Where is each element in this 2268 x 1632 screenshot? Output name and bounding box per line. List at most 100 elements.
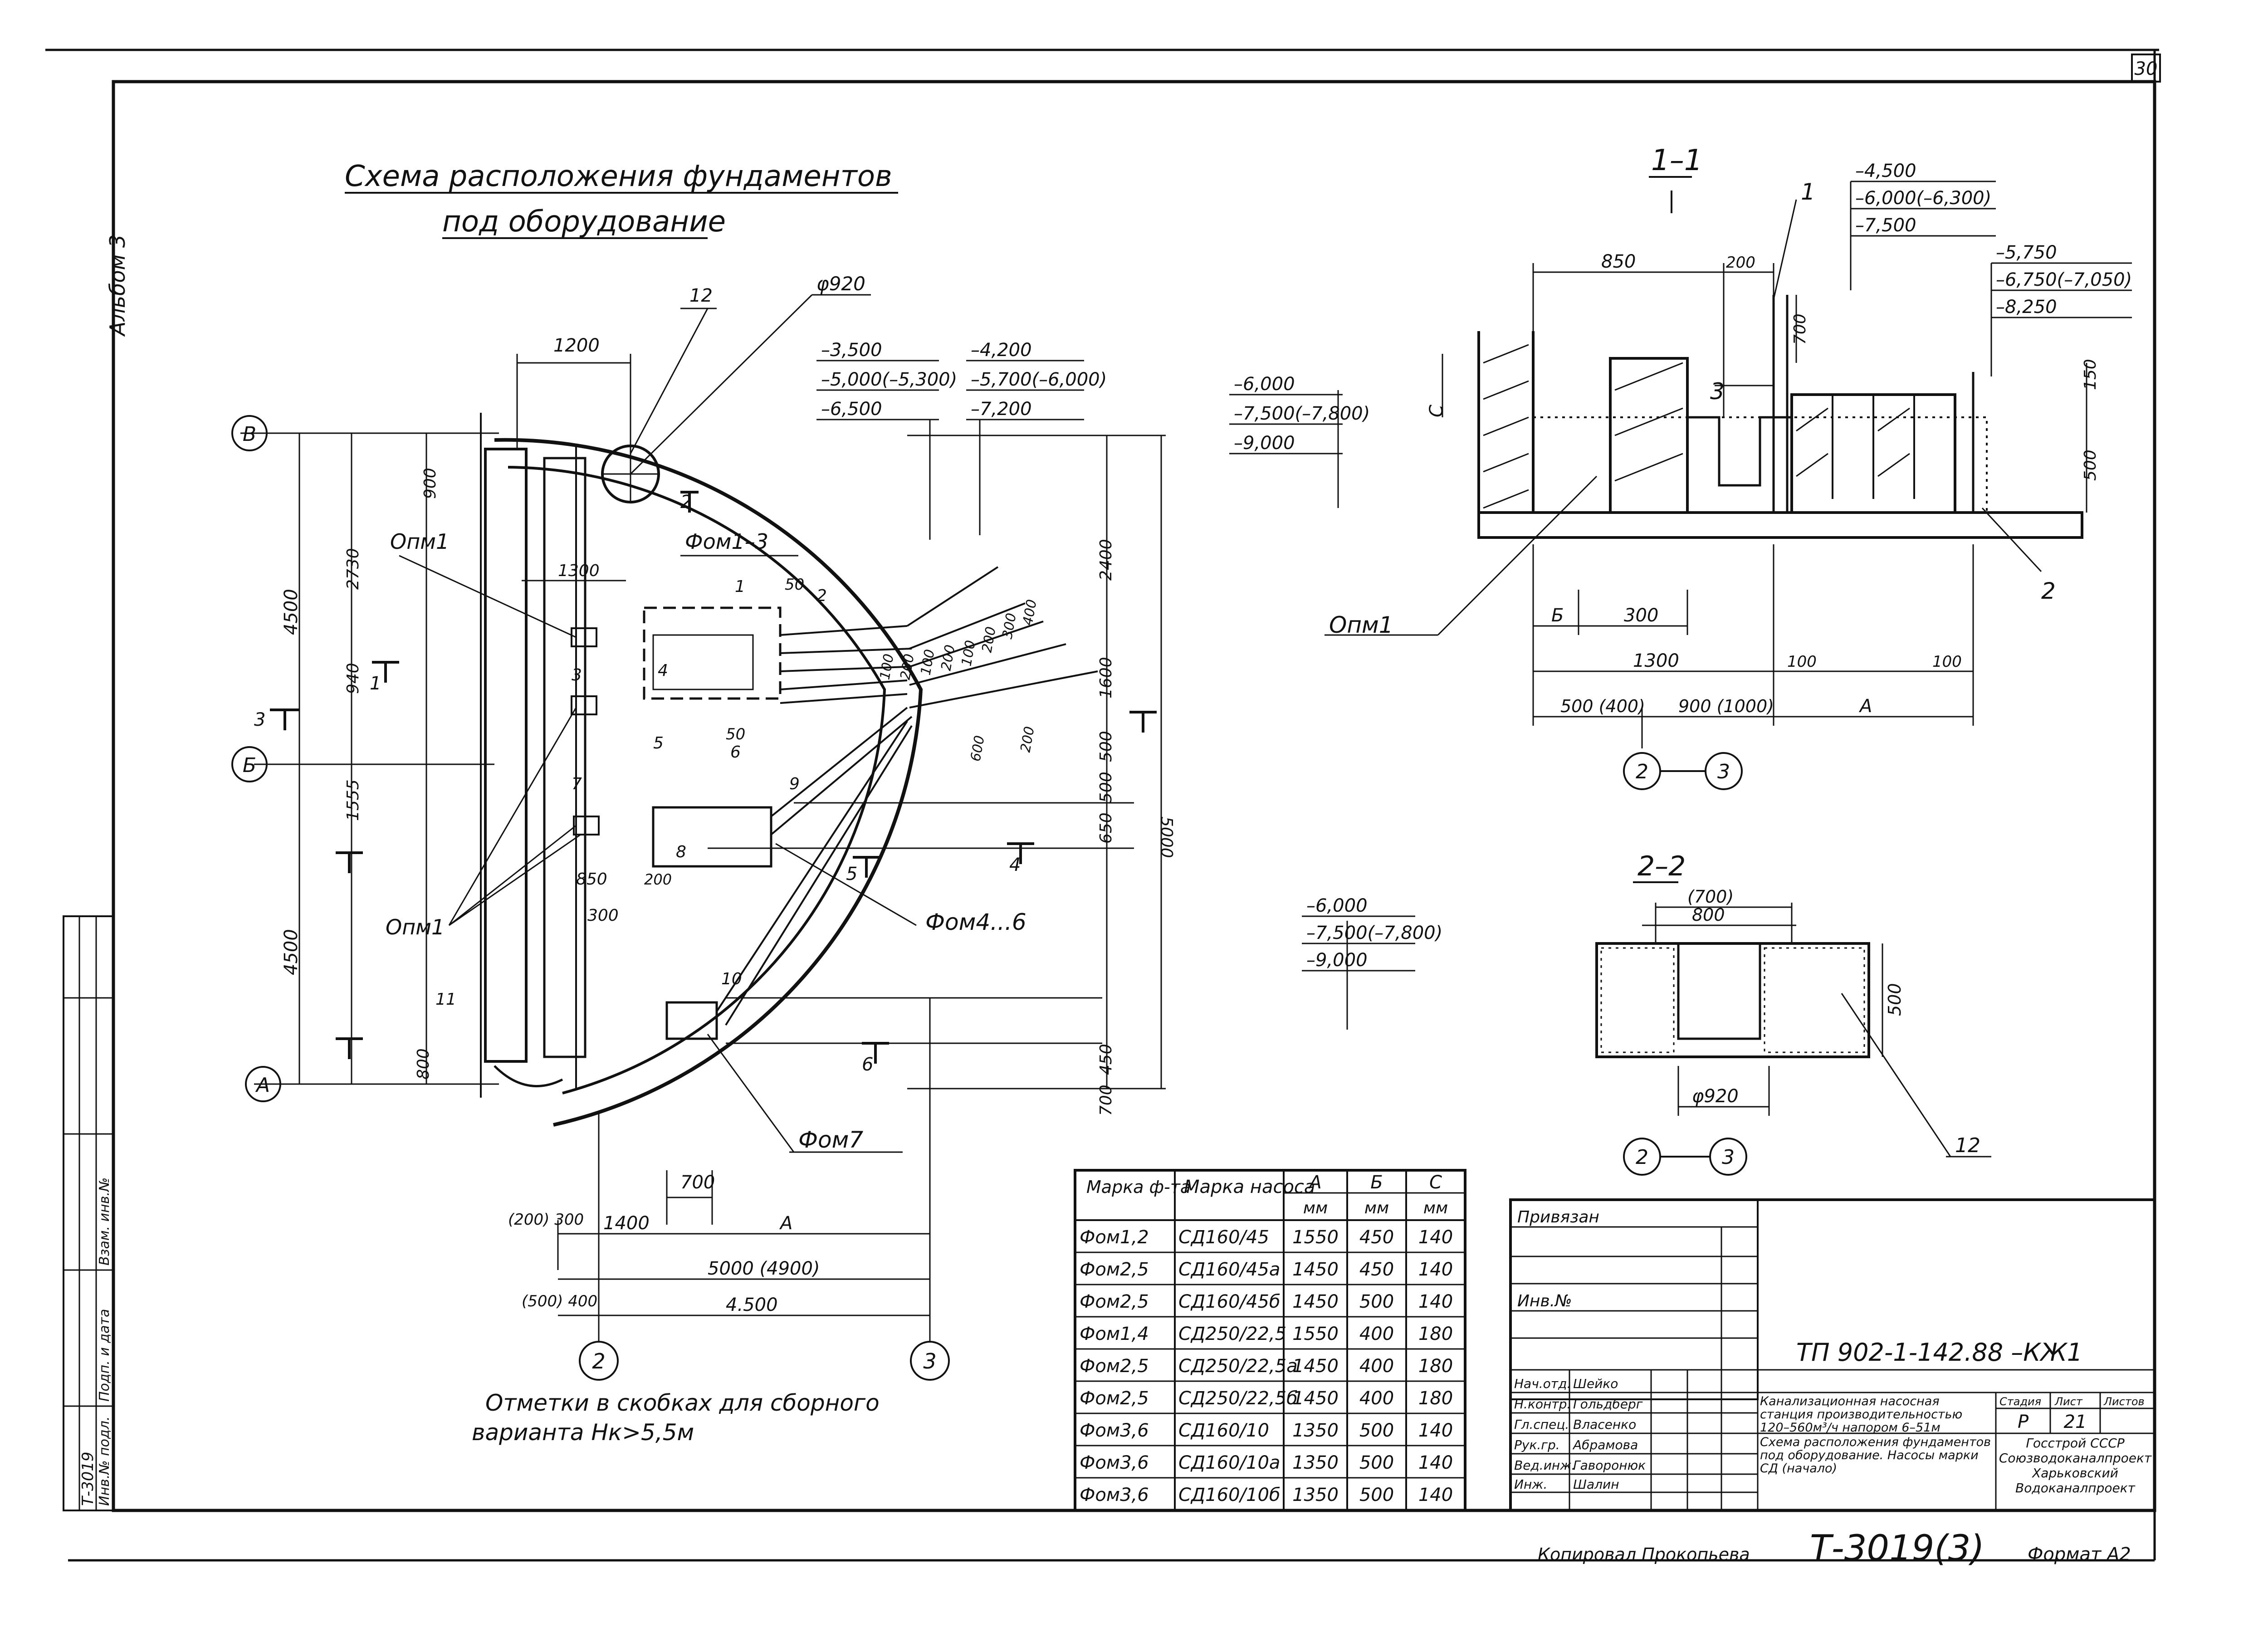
sec22-level-2: –9,000	[1306, 950, 1368, 971]
table-unit-c: мм	[1423, 1199, 1448, 1217]
plan-view: φ920 12	[231, 273, 1176, 1446]
table-cell-r5-c2: 1450	[1292, 1388, 1339, 1409]
sheet-number-box	[2131, 54, 2161, 83]
table-cell-r6-c0: Фом3,6	[1080, 1420, 1149, 1441]
table-cell-r1-c4: 140	[1418, 1259, 1453, 1280]
table-cell-r4-c3: 400	[1359, 1356, 1394, 1377]
sec11-axis-2: 2	[1636, 760, 1648, 783]
fom-7-outline	[665, 1001, 718, 1040]
table-cell-r6-c2: 1350	[1292, 1420, 1339, 1441]
table-cell-r6-c3: 500	[1359, 1420, 1394, 1441]
axis-2-label: 2	[592, 1349, 605, 1373]
sec11-opm: Опм1	[1329, 612, 1393, 638]
table-cell-r4-c4: 180	[1418, 1356, 1453, 1377]
stamp-stage-hdr-0: Стадия	[1999, 1395, 2041, 1408]
album-label: Альбом 3	[105, 235, 130, 337]
fom-4-6-outline	[652, 806, 772, 868]
dim-2400: 2400	[1097, 539, 1115, 581]
mark-12: 12	[689, 285, 713, 306]
table-cell-r5-c3: 400	[1359, 1388, 1394, 1409]
table-cell-r8-c2: 1350	[1292, 1485, 1339, 1505]
sec11-mark-2: 2	[2041, 578, 2056, 604]
sec11-dim-150: 150	[2081, 359, 2100, 390]
sec11-dim-a: А	[1858, 696, 1872, 717]
axis-b-label: Б	[243, 754, 256, 777]
table-cell-r0-c1: СД160/45	[1178, 1227, 1269, 1248]
footer-copied: Копировал Прокопьева	[1538, 1544, 1750, 1564]
dim-200-plan: 200	[644, 871, 672, 888]
plan-section-3: 3	[254, 709, 265, 730]
table-cell-r8-c0: Фом3,6	[1080, 1485, 1149, 1505]
table-unit-a: мм	[1303, 1199, 1328, 1217]
sec11-axis-3: 3	[1717, 760, 1730, 783]
stamp-name-0: Шейко	[1573, 1376, 1618, 1391]
note-line-1: Отметки в скобках для сборного	[485, 1390, 880, 1416]
plan-mark-6: 6	[730, 743, 741, 762]
stamp-stage: Р	[2018, 1412, 2029, 1432]
table-cell-r1-c2: 1450	[1292, 1259, 1339, 1280]
pipe-dim-8: 600	[968, 734, 987, 762]
sec11-level-top-1: –6,000(–6,300)	[1855, 188, 1991, 209]
stamp-stage-hdr-1: Лист	[2054, 1395, 2083, 1408]
manhole-diameter: φ920	[816, 273, 865, 295]
table-cell-r7-c2: 1350	[1292, 1452, 1339, 1473]
sec11-level-left-1: –7,500(–7,800)	[1234, 403, 1370, 424]
sec11-dim-500: 500	[2081, 450, 2100, 481]
plan-mark-5: 5	[653, 734, 664, 752]
table-hdr-a: А	[1308, 1172, 1321, 1193]
dim-450: 450	[1097, 1044, 1115, 1075]
plan-mark-1: 1	[735, 577, 745, 596]
stamp-name-2: Власенко	[1573, 1417, 1636, 1432]
sec11-dim-c: С	[1426, 405, 1447, 417]
stamp-name-4: Гаворонюк	[1573, 1458, 1646, 1473]
main-title-2: под оборудование	[442, 205, 726, 239]
sec11-level-right-0: –5,750	[1996, 242, 2057, 263]
dim-4500-lower: 4500	[281, 929, 302, 975]
table-cell-r0-c0: Фом1,2	[1080, 1227, 1149, 1248]
stamp-sheet-desc: Схема расположения фундаментов под обору…	[1760, 1436, 1991, 1476]
table-cell-r5-c0: Фом2,5	[1080, 1388, 1149, 1409]
table-cell-r8-c3: 500	[1359, 1485, 1394, 1505]
sheet-number: 30	[2135, 59, 2158, 79]
table-cell-r6-c4: 140	[1418, 1420, 1453, 1441]
table-cell-r7-c3: 500	[1359, 1452, 1394, 1473]
sec22-dim-800: 800	[1692, 905, 1725, 925]
table-cell-r2-c1: СД160/45б	[1178, 1291, 1281, 1312]
sec11-dim-200: 200	[1726, 254, 1755, 272]
dim-500-400: (500) 400	[522, 1292, 597, 1310]
sec11-dim-850: 850	[1601, 251, 1636, 272]
stamp-name-3: Абрамова	[1572, 1437, 1638, 1452]
dim-50a: 50	[785, 576, 804, 594]
dim-940: 940	[344, 663, 362, 694]
axis-3-label: 3	[923, 1349, 936, 1373]
fom-1-3-outline	[643, 606, 782, 700]
table-cell-r3-c2: 1550	[1292, 1324, 1339, 1344]
stamp-role-1: Н.контр.	[1514, 1397, 1571, 1412]
label-fom-4-6: Фом4...6	[925, 909, 1026, 935]
pipe-dim-2: 100	[918, 648, 938, 676]
stamp-name-5: Шалин	[1573, 1477, 1619, 1492]
dim-5000-right: 5000	[1157, 816, 1176, 858]
note-line-2: варианта Нк>5,5м	[472, 1419, 694, 1446]
side-stamp-line-1: Подп. и дата	[97, 1309, 112, 1402]
stamp-stage-hdr-2: Листов	[2103, 1395, 2145, 1408]
dim-850: 850	[576, 870, 607, 889]
sec11-level-right-1: –6,750(–7,050)	[1996, 269, 2132, 290]
plan-section-2: 2	[680, 492, 692, 513]
section-1-1-title: 1–1	[1651, 144, 1702, 177]
plan-section-5: 5	[846, 864, 857, 884]
sec22-dim-700: (700)	[1687, 887, 1734, 907]
plan-level-a-1: –5,000(–5,300)	[821, 369, 957, 390]
plan-mark-3: 3	[572, 666, 582, 684]
table-hdr-b: Б	[1370, 1172, 1383, 1193]
sec11-dim-500-400: 500 (400)	[1560, 696, 1645, 716]
sec22-level-1: –7,500(–7,800)	[1306, 923, 1442, 943]
axis-a-label: А	[255, 1074, 270, 1097]
footer-format: Формат А2	[2028, 1544, 2131, 1565]
sec11-dim-100b: 100	[1932, 653, 1962, 671]
plan-mark-7: 7	[572, 775, 582, 793]
stamp-sheet-desc-box: Схема расположения фундаментов под обору…	[1760, 1436, 1991, 1476]
sec22-diameter: φ920	[1692, 1086, 1739, 1107]
sec11-level-left-0: –6,000	[1234, 374, 1295, 395]
dim-1300: 1300	[558, 562, 600, 580]
